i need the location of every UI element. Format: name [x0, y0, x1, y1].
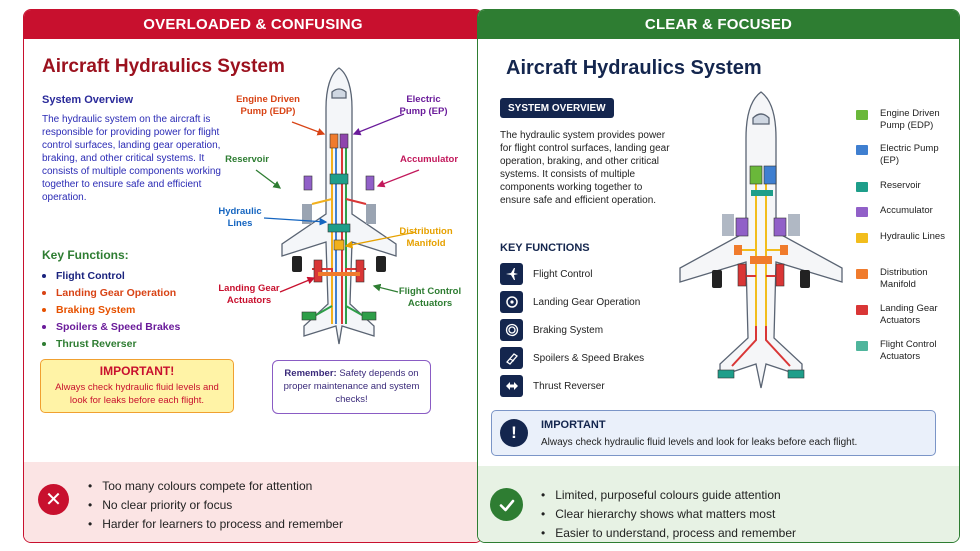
thrust-reverser-icon	[500, 375, 523, 397]
exclamation-icon: !	[500, 419, 528, 447]
left-overview-heading: System Overview	[42, 94, 134, 106]
overloaded-panel: OVERLOADED & CONFUSING Aircraft Hydrauli…	[23, 9, 483, 543]
legend-swatch	[856, 341, 868, 351]
left-key-functions-heading: Key Functions:	[42, 248, 129, 262]
left-footer-list: Too many colours compete for attention N…	[88, 476, 343, 533]
right-footer: Limited, purposeful colours guide attent…	[478, 466, 959, 542]
left-fn-item: Braking System	[42, 301, 180, 318]
legend-swatch	[856, 269, 868, 279]
legend-swatch	[856, 110, 868, 120]
checkmark-icon	[490, 488, 523, 521]
left-label-edp: Engine Driven Pump (EDP)	[236, 94, 300, 117]
left-important-box: IMPORTANT! Always check hydraulic fluid …	[40, 359, 234, 413]
left-fn-item: Spoilers & Speed Brakes	[42, 318, 180, 335]
right-footer-item: Clear hierarchy shows what matters most	[541, 504, 796, 523]
left-label-fca: Flight Control Actuators	[398, 286, 462, 309]
left-important-heading: IMPORTANT!	[99, 364, 175, 378]
legend-swatch	[856, 305, 868, 315]
left-key-functions-list: Flight Control Landing Gear Operation Br…	[42, 267, 180, 352]
right-footer-item: Easier to understand, process and rememb…	[541, 523, 796, 542]
right-fn-spoilers: Spoilers & Speed Brakes	[500, 347, 690, 369]
right-overview-text: The hydraulic system provides power for …	[500, 130, 670, 206]
remember-label: Remember:	[284, 368, 337, 379]
landing-gear-icon	[500, 291, 523, 313]
right-footer-item: Limited, purposeful colours guide attent…	[541, 485, 796, 504]
legend-swatch	[856, 207, 868, 217]
left-remember-box: Remember: Safety depends on proper maint…	[272, 360, 431, 414]
left-label-manifold: Distribution Manifold	[399, 226, 453, 249]
right-footer-list: Limited, purposeful colours guide attent…	[541, 485, 796, 542]
overloaded-header: OVERLOADED & CONFUSING	[24, 10, 482, 39]
legend-swatch	[856, 145, 868, 155]
right-important-text: Always check hydraulic fluid levels and …	[541, 437, 858, 448]
left-fn-item: Flight Control	[42, 267, 180, 284]
right-aircraft-diagram	[679, 91, 843, 389]
left-footer-item: Harder for learners to process and remem…	[88, 514, 343, 533]
brake-icon	[500, 319, 523, 341]
remember-text: Safety depends on proper maintenance and…	[283, 368, 420, 405]
right-fn-braking: Braking System	[500, 319, 690, 341]
focused-panel: CLEAR & FOCUSED Aircraft Hydraulics Syst…	[477, 9, 960, 543]
left-label-reservoir: Reservoir	[225, 154, 269, 165]
left-label-lines: Hydraulic Lines	[218, 206, 262, 229]
left-label-arrows	[255, 113, 420, 293]
spoiler-icon	[500, 347, 523, 369]
left-important-text: Always check hydraulic fluid levels and …	[55, 382, 219, 406]
legend-swatch	[856, 182, 868, 192]
right-important-box: ! IMPORTANT Always check hydraulic fluid…	[491, 410, 936, 456]
right-fn-landing-gear: Landing Gear Operation	[500, 291, 690, 313]
left-label-ep: Electric Pump (EP)	[399, 94, 448, 117]
focused-header: CLEAR & FOCUSED	[478, 10, 959, 39]
right-important-heading: IMPORTANT	[541, 419, 606, 431]
right-overview-badge: SYSTEM OVERVIEW	[500, 98, 614, 118]
left-footer-item: No clear priority or focus	[88, 495, 343, 514]
left-footer: ✕ Too many colours compete for attention…	[24, 462, 482, 542]
right-fn-thrust-reverser: Thrust Reverser	[500, 375, 690, 397]
left-overview-text: The hydraulic system on the aircraft is …	[42, 114, 221, 203]
legend-swatch	[856, 233, 868, 243]
left-fn-item: Landing Gear Operation	[42, 284, 180, 301]
left-label-gear: Landing Gear Actuators	[218, 283, 280, 306]
right-title: Aircraft Hydraulics System	[506, 57, 762, 79]
cross-icon: ✕	[38, 484, 69, 515]
left-aircraft-diagram	[281, 67, 397, 345]
left-label-accumulator: Accumulator	[399, 154, 459, 165]
right-key-functions-heading: KEY FUNCTIONS	[500, 242, 590, 254]
left-fn-item: Thrust Reverser	[42, 335, 180, 352]
left-footer-item: Too many colours compete for attention	[88, 476, 343, 495]
left-title: Aircraft Hydraulics System	[42, 56, 285, 77]
right-fn-flight-control: Flight Control	[500, 263, 690, 285]
airplane-icon	[500, 263, 523, 285]
